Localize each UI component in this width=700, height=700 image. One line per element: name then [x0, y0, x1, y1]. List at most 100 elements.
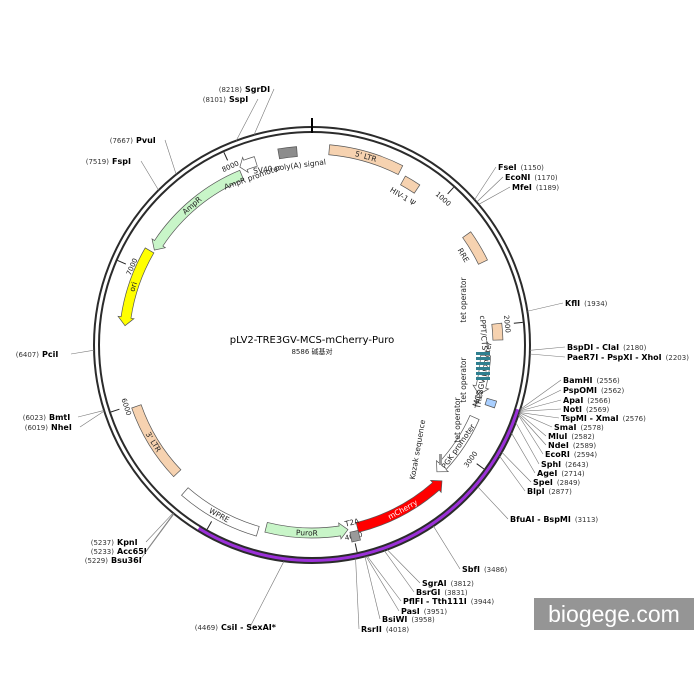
site-ndei[interactable]: NdeI(2589): [518, 414, 597, 450]
tick-mark: [110, 408, 120, 413]
site-name: FseI: [498, 163, 517, 172]
site-sgrai[interactable]: SgrAI(3812): [386, 549, 474, 588]
site-pspomi[interactable]: PspOMI (2562): [519, 386, 625, 411]
site-nhei[interactable]: (6019)NheI: [25, 410, 105, 432]
tet-operator-box: [476, 352, 490, 355]
tick-mark: [223, 151, 229, 161]
site-noti[interactable]: NotI(2569): [519, 405, 610, 414]
feature-shape: [491, 322, 504, 341]
feature-shape: [151, 169, 245, 251]
site-tspmi-xmai[interactable]: TspMI - XmaI(2576): [519, 412, 646, 423]
site-position: (2569): [586, 406, 610, 414]
site-name: PasI: [401, 607, 420, 616]
feature-shape: [484, 397, 498, 409]
inner-label-kozak: Kozak sequence: [408, 419, 427, 481]
tet-operator-boxes: [439, 352, 490, 465]
feature-hiv-psi[interactable]: HIV-1 Ψ: [388, 175, 421, 208]
site-fspi[interactable]: (7519)FspI: [86, 157, 159, 191]
site-leader-line: [476, 176, 504, 203]
feature-label: 3' LTR: [144, 430, 163, 454]
site-econi[interactable]: EcoNI(1170): [476, 173, 558, 203]
site-position: (4018): [386, 626, 410, 634]
site-leader-line: [515, 422, 540, 465]
tick-mark: [447, 186, 455, 195]
site-position: (2643): [565, 461, 589, 469]
site-mlui[interactable]: MluI (2582): [518, 413, 595, 441]
site-leader-line: [365, 556, 400, 612]
tick-mark: [476, 463, 485, 470]
feature-label: PuroR: [296, 528, 318, 538]
site-bfuai-bspmi[interactable]: BfuAI - BspMI (3113): [477, 486, 599, 524]
site-pflfi-tth111i[interactable]: PflFI - Tth111I(3944): [366, 555, 495, 606]
tet-operator-box: [476, 377, 490, 380]
site-leader-line: [145, 512, 174, 543]
site-position: (2566): [587, 397, 611, 405]
site-leader-line: [249, 561, 285, 628]
site-paer7i-pspxi-xhoi[interactable]: PaeR7I - PspXI - XhoI(2203): [529, 353, 689, 362]
site-kpni[interactable]: (5237)KpnI: [91, 512, 174, 547]
tet-operator-box: [476, 357, 490, 360]
site-bsiwi[interactable]: BsiWI(3958): [364, 556, 435, 624]
site-leader-line: [529, 346, 566, 351]
site-name: PspOMI: [563, 386, 597, 395]
site-name: SgrDI: [245, 85, 270, 94]
feature-three-ltr[interactable]: 3' LTR: [131, 404, 182, 478]
feature-rre[interactable]: RRE: [456, 231, 488, 265]
site-position: (1934): [584, 300, 608, 308]
site-sbfi[interactable]: SbfI(3486): [433, 525, 507, 574]
site-pcii[interactable]: (6407)PciI: [16, 349, 95, 359]
feature-puror[interactable]: PuroR: [264, 522, 349, 540]
inner-label-tet-op-3: tet operator: [453, 397, 462, 443]
site-bamhi[interactable]: BamHI(2556): [520, 376, 620, 410]
site-leader-line: [519, 412, 553, 428]
site-position: (7667): [110, 137, 134, 145]
site-fsei[interactable]: FseI(1150): [474, 163, 545, 200]
site-smai[interactable]: SmaI(2578): [519, 412, 604, 432]
site-name: RsrII: [361, 625, 382, 634]
site-pvui[interactable]: (7667)PvuI: [110, 136, 177, 175]
site-ecori[interactable]: EcoRI(2594): [518, 414, 597, 459]
site-rsrii[interactable]: RsrII (4018): [355, 558, 410, 634]
site-leader-line: [79, 410, 105, 428]
feature-ori[interactable]: ori: [117, 247, 155, 327]
site-bmti[interactable]: (6023)BmtI: [23, 410, 105, 422]
site-bsu36i[interactable]: (5229)Bsu36I: [85, 513, 175, 565]
site-sspi[interactable]: (8101)SspI: [203, 95, 259, 141]
site-pasi[interactable]: PasI (3951): [365, 556, 448, 616]
site-acc65i[interactable]: (5233)Acc65I: [91, 513, 174, 556]
site-sphi[interactable]: SphI(2643): [515, 422, 589, 469]
tet-operator-box: [476, 367, 490, 370]
site-name: BamHI: [563, 376, 593, 385]
site-position: (3113): [575, 516, 599, 524]
feature-cppt[interactable]: cPPT/CTS: [478, 315, 504, 351]
site-position: (2582): [571, 433, 595, 441]
site-bsrgi[interactable]: BsrGI(3831): [384, 550, 468, 597]
site-name: EcoRI: [545, 450, 570, 459]
site-leader-line: [355, 558, 360, 630]
site-position: (5229): [85, 557, 109, 565]
site-name: FspI: [112, 157, 131, 166]
site-position: (2562): [601, 387, 625, 395]
site-name: MfeI: [512, 183, 532, 192]
site-bspdi-clai[interactable]: BspDI - ClaI(2180): [529, 343, 647, 352]
site-sgrdi[interactable]: (8218)SgrDI: [219, 85, 275, 135]
site-position: (3831): [444, 589, 468, 597]
site-apai[interactable]: ApaI(2566): [519, 396, 611, 412]
site-mfei[interactable]: MfeI(1189): [478, 183, 560, 205]
tick-mark: [354, 543, 358, 553]
feature-five-ltr[interactable]: 5' LTR: [328, 144, 404, 176]
feature-t2a[interactable]: T2A: [343, 516, 361, 543]
site-position: (3951): [424, 608, 448, 616]
site-name: MluI: [548, 432, 567, 441]
site-name: BfuAI - BspMI: [510, 515, 571, 524]
site-name: BlpI: [527, 487, 545, 496]
site-position: (3944): [471, 598, 495, 606]
site-spei[interactable]: SpeI(2849): [501, 451, 581, 487]
site-leader-line: [527, 302, 564, 312]
site-csii-sexai-[interactable]: (4469)CsiI - SexAI*: [195, 561, 285, 632]
site-kfli[interactable]: KflI(1934): [527, 299, 608, 312]
feature-label: T2A: [343, 516, 361, 528]
site-blpi[interactable]: BlpI(2877): [499, 455, 573, 496]
site-agei[interactable]: AgeI(2714): [511, 432, 585, 478]
site-position: (2849): [557, 479, 581, 487]
